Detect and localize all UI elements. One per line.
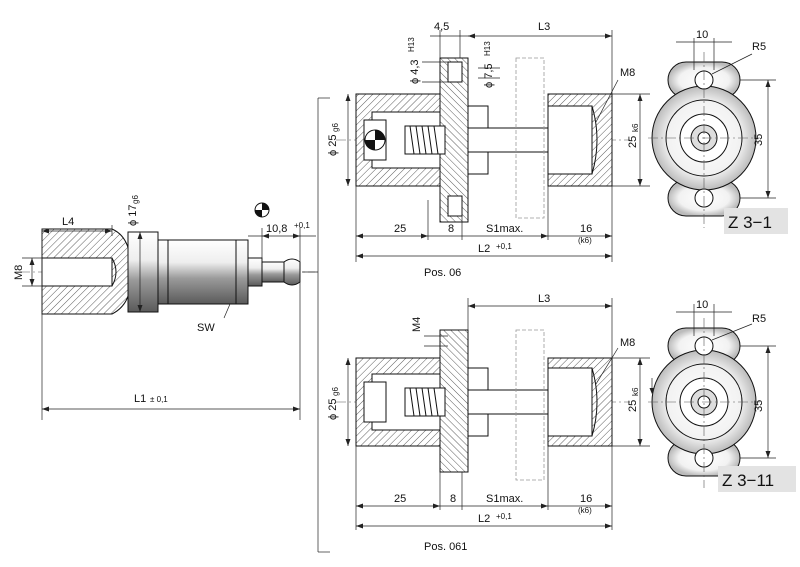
d17-tol: g6	[131, 195, 140, 204]
m8-label: M8	[620, 337, 635, 349]
tag-box-bottom	[718, 466, 796, 492]
s1-label: S1max.	[486, 493, 523, 505]
d25-tol: g6	[331, 123, 340, 132]
tag-label: Z 3−11	[722, 471, 774, 490]
d25k-tol: k6	[631, 387, 640, 396]
d25k-label: 25	[627, 136, 639, 148]
d16-label: 16	[580, 223, 592, 235]
d45-label: 4,5	[434, 21, 449, 33]
spring-bottom	[404, 387, 446, 417]
tag-box-top	[724, 208, 788, 234]
d16-tol: (k6)	[578, 236, 592, 245]
d8-label: 8	[448, 223, 454, 235]
center-of-gravity-icon	[254, 202, 270, 218]
flange-top-view: 10 R5 35 Z 3−1	[648, 29, 788, 234]
d75-label: ϕ 7,5	[483, 63, 495, 88]
d75-tol: H13	[483, 41, 492, 56]
d43-tol: H13	[407, 37, 416, 52]
l3-label: L3	[538, 293, 550, 305]
m8-label: M8	[13, 265, 25, 280]
d25k-tol: k6	[631, 123, 640, 132]
pos-label: Pos. 06	[424, 267, 461, 279]
plunger-view: L4 M8 ϕ 17 g6 10,8 +0,1 SW L1 ± 0,1	[13, 195, 316, 420]
flange-bottom-view: 10 R5 35 Z 3−11	[648, 299, 796, 492]
l1-label: L1	[134, 393, 146, 405]
s1-label: S1max.	[486, 223, 523, 235]
d16-label: 16	[580, 493, 592, 505]
l4-label: L4	[62, 216, 74, 228]
d108-label: 10,8	[266, 223, 287, 235]
l2-label: L2	[478, 243, 490, 255]
pos-label: Pos. 061	[424, 541, 467, 553]
d8-label: 8	[450, 493, 456, 505]
tag-label: Z 3−1	[728, 213, 772, 232]
l3-label: L3	[538, 21, 550, 33]
d35-label: 35	[753, 400, 765, 412]
d35-label: 35	[753, 134, 765, 146]
d43-label: ϕ 4,3	[409, 59, 421, 84]
d17-label: ϕ 17	[127, 205, 139, 226]
d25b-label: 25	[394, 223, 406, 235]
d25b-label: 25	[394, 493, 406, 505]
d25k-label: 25	[627, 400, 639, 412]
d16-tol: (k6)	[578, 506, 592, 515]
housing-top-view: 4,5 L3 ϕ 4,3 H13 ϕ 7,5 H13 M8 ϕ 25 g6 25…	[327, 21, 650, 279]
d10-label: 10	[696, 299, 708, 311]
housing-bottom-view: L3 M4 M8 ϕ 25 g6 25 k6 25 8 S1max. 16 (k…	[327, 293, 650, 553]
m4-label: M4	[411, 317, 423, 332]
d25-label: ϕ 25	[327, 399, 339, 420]
d25-label: ϕ 25	[327, 135, 339, 156]
d25-tol: g6	[331, 387, 340, 396]
l1-tol: ± 0,1	[150, 395, 168, 404]
l2-tol: +0,1	[496, 242, 512, 251]
m8-label: M8	[620, 67, 635, 79]
sw-label: SW	[197, 322, 215, 334]
r5-label: R5	[752, 41, 766, 53]
d10-label: 10	[696, 29, 708, 41]
l2-label: L2	[478, 513, 490, 525]
spring-top	[404, 125, 446, 155]
r5-label: R5	[752, 313, 766, 325]
l2-tol: +0,1	[496, 512, 512, 521]
d108-tol: +0,1	[294, 221, 310, 230]
